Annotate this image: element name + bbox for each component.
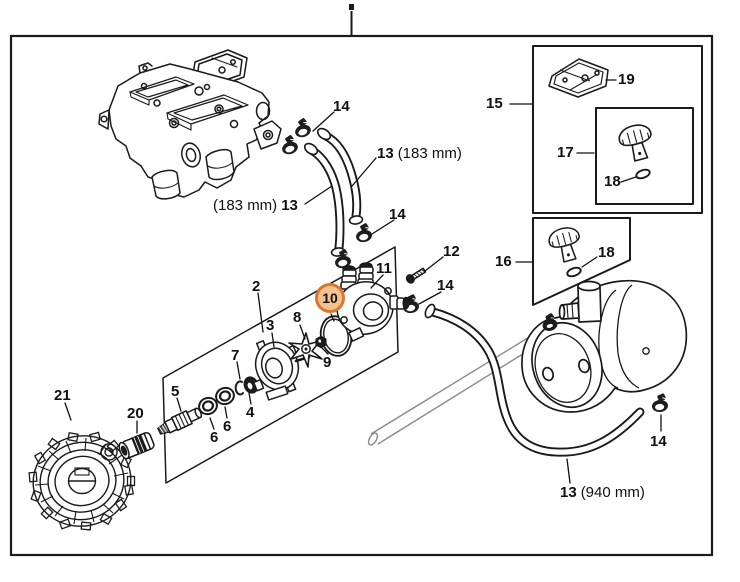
- callout-13-hose-left: (183 mm)13: [213, 198, 298, 213]
- callout-14-pump-inlet-clamp: 14: [437, 277, 454, 294]
- rim-wheel-drawing: [28, 431, 136, 531]
- bearing-drawing: [198, 386, 235, 416]
- callout-dimension: (183 mm): [213, 197, 278, 214]
- tank-fitting-drawing: [577, 286, 602, 323]
- leader-lines: [64, 79, 662, 484]
- accessory-kit-boxes: [532, 45, 703, 306]
- callout-21-wheel: 21: [54, 387, 71, 404]
- callout-17-kit-box-inner: 17: [557, 144, 574, 161]
- callout-number: 13: [377, 145, 394, 162]
- bolt-drawing: [405, 267, 427, 284]
- pump-shaft-drawing: [157, 407, 203, 435]
- coupler-drawing: [118, 431, 155, 460]
- callout-13-hose-long: 13(940 mm): [560, 485, 645, 500]
- pump-housing-drawing: [252, 340, 311, 401]
- diagram-frame: [9, 4, 714, 557]
- callout-7-snap-ring: 7: [231, 347, 240, 364]
- selected-callout-number: 10: [322, 290, 338, 306]
- callout-2-panel: 2: [252, 278, 261, 295]
- selected-callout-10-badge[interactable]: 10: [315, 283, 345, 313]
- kit-box-17-outline: [595, 107, 694, 205]
- callout-19-cover-plate: 19: [618, 71, 635, 88]
- callout-16-kit-box-lower: 16: [495, 253, 512, 270]
- knob-part-drawing: [545, 223, 586, 266]
- callout-9-nut: 9: [323, 354, 332, 371]
- cover-plate-drawing: [548, 58, 609, 98]
- short-hoses-drawing: [303, 127, 364, 257]
- page-ref-tick: [349, 4, 354, 10]
- water-tank-drawing: [367, 279, 688, 446]
- snap-ring-drawing: [234, 380, 244, 396]
- callout-14-tank-clamp: 14: [650, 433, 667, 450]
- knob-part-drawing: [615, 120, 658, 165]
- callout-3-pump-housing: 3: [266, 317, 275, 334]
- callout-12-bolt: 12: [443, 243, 460, 260]
- callout-6-bearing-right: 6: [223, 418, 232, 435]
- oring-18-drawing: [634, 167, 652, 181]
- oring-18-drawing: [565, 265, 583, 279]
- callout-dimension: (183 mm): [397, 145, 462, 162]
- callout-14-hose-end-clamp: 14: [389, 206, 406, 223]
- engine-block-drawing: [98, 49, 282, 200]
- callout-11-pump-cover: 11: [376, 260, 392, 277]
- callout-5-shaft: 5: [171, 383, 180, 400]
- seal-drawing: [243, 376, 259, 394]
- callout-13-hose-right: 13(183 mm): [377, 146, 462, 161]
- exploded-pump-panel: [157, 246, 427, 484]
- callout-15-kit-box: 15: [486, 95, 503, 112]
- callout-number: 13: [281, 197, 298, 214]
- callout-14-top-clamps: 14: [333, 98, 350, 115]
- callout-number: 13: [560, 484, 577, 501]
- callout-20-coupler: 20: [127, 405, 144, 422]
- callout-18-oring-inner: 18: [604, 173, 621, 190]
- callout-dimension: (940 mm): [580, 484, 645, 501]
- callout-8-impeller: 8: [293, 309, 302, 326]
- callout-4-seal: 4: [246, 404, 255, 421]
- kit-box-15-outline: [532, 45, 703, 214]
- callout-18-oring-lower: 18: [598, 244, 615, 261]
- pump-cover-drawing: [336, 262, 410, 342]
- panel-outline: [162, 246, 399, 484]
- long-hose-drawing: [424, 303, 645, 457]
- kit-box-16-outline: [532, 217, 631, 306]
- callout-6-bearing-left: 6: [210, 429, 219, 446]
